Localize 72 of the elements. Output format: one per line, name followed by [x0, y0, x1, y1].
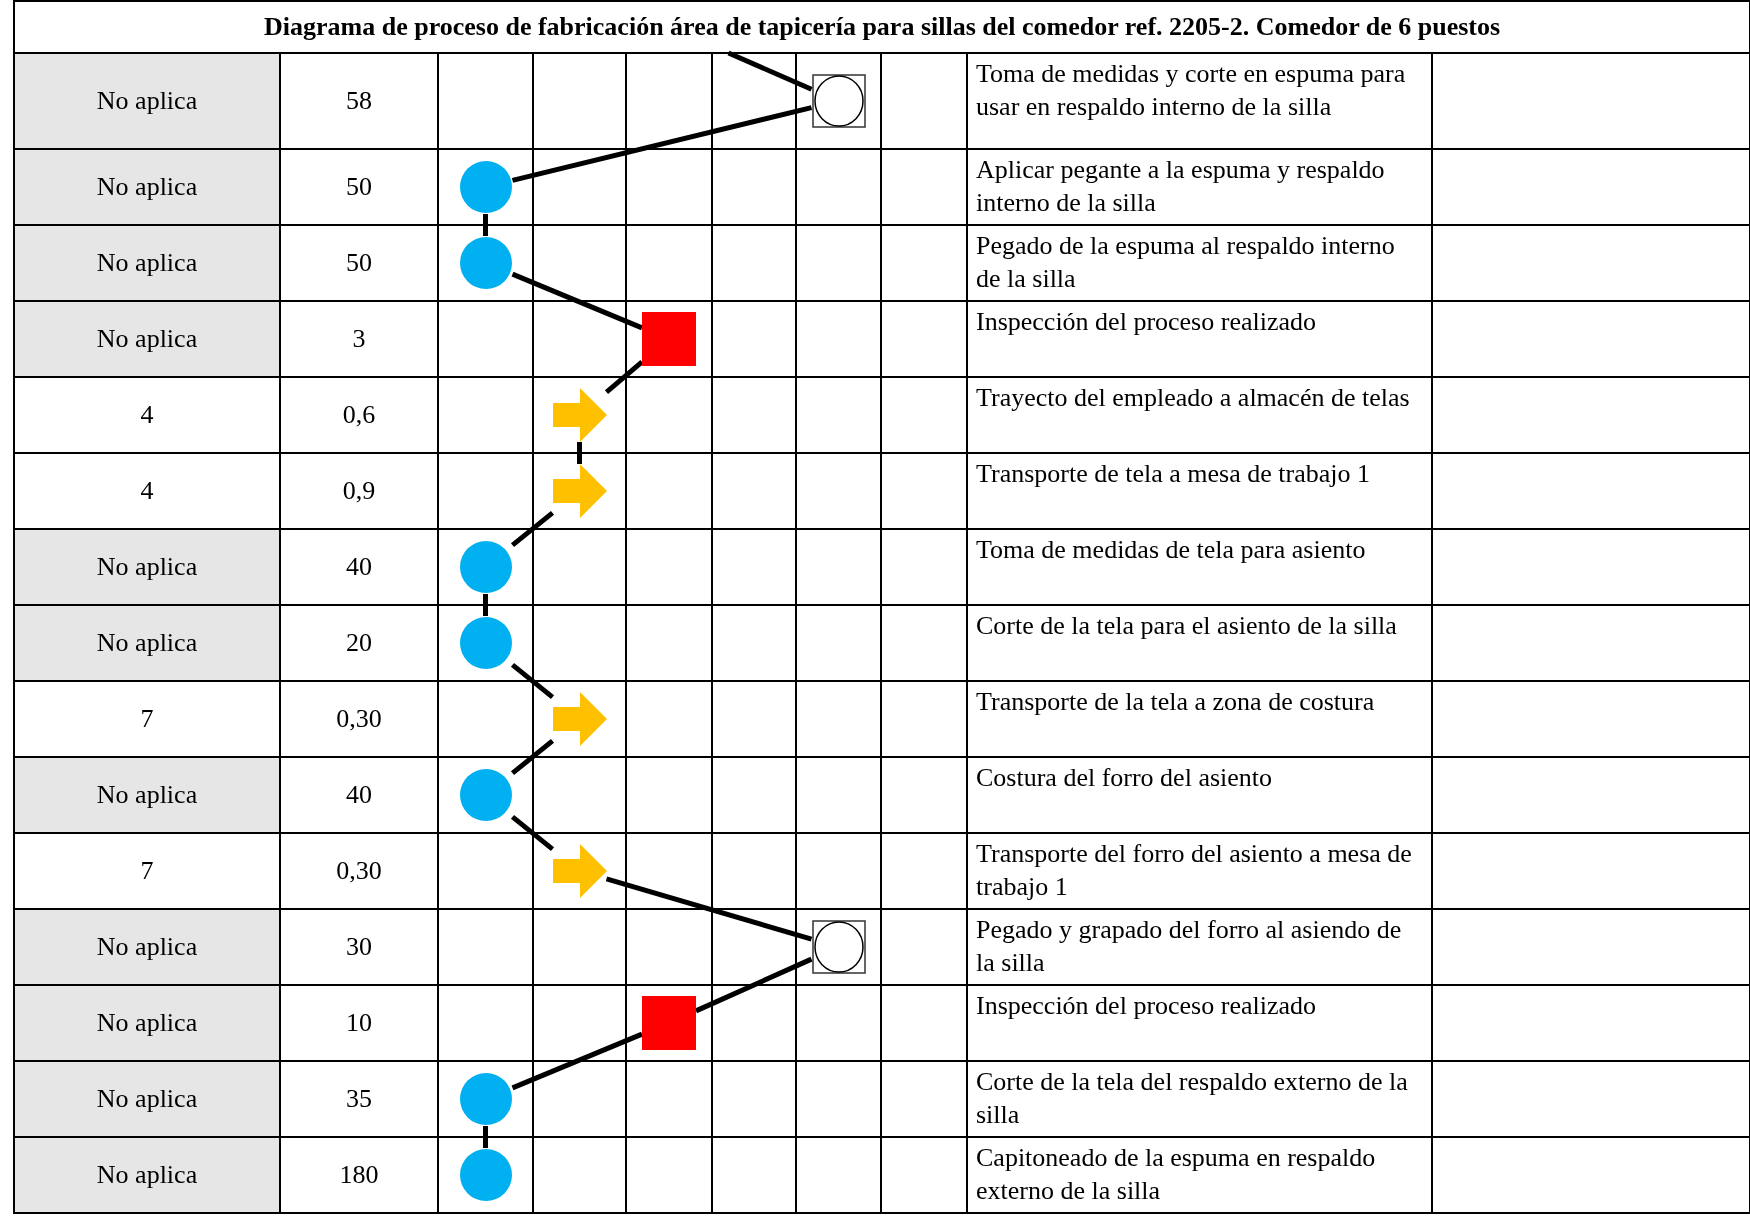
- connector-line: [577, 442, 582, 464]
- time-value: 0,30: [336, 703, 382, 733]
- operation-circle: [458, 236, 513, 290]
- connector-line: [727, 50, 813, 92]
- activity-description: Toma de medidas y corte en espuma para usar en respaldo interno de la silla: [976, 59, 1406, 121]
- time-value: 180: [339, 1159, 379, 1189]
- operation-circle: [458, 1072, 513, 1126]
- connector-line: [695, 956, 813, 1014]
- connector-line: [604, 360, 644, 394]
- connector-line: [511, 1031, 643, 1091]
- operation-circle: [458, 540, 513, 594]
- time-value: 35: [346, 1083, 372, 1113]
- inspection-square: [642, 996, 696, 1050]
- time-value: 50: [346, 247, 372, 277]
- distance-value: No aplica: [96, 247, 198, 277]
- activity-description: Corte de la tela para el asiento de la silla: [976, 611, 1397, 640]
- distance-value: No aplica: [96, 85, 198, 115]
- time-value: 30: [346, 931, 372, 961]
- time-value: 40: [346, 551, 372, 581]
- distance-value: 7: [140, 703, 154, 733]
- transport-symbol: [552, 464, 607, 518]
- combined-operation-symbol: [811, 74, 866, 128]
- distance-value: No aplica: [96, 1159, 198, 1189]
- transport-symbol: [552, 388, 607, 442]
- distance-value: No aplica: [96, 1007, 198, 1037]
- distance-value: No aplica: [96, 1083, 198, 1113]
- time-value: 0,30: [336, 855, 382, 885]
- time-value: 3: [352, 323, 366, 353]
- operation-circle: [458, 768, 513, 822]
- activity-description: Pegado y grapado del forro al asiendo de la silla: [976, 915, 1402, 977]
- time-value: 58: [346, 85, 372, 115]
- operation-circle: [458, 160, 513, 214]
- transport-symbol: [552, 844, 607, 898]
- time-value: 20: [346, 627, 372, 657]
- operation-circle: [458, 1148, 513, 1202]
- time-value: 0,6: [342, 399, 376, 429]
- distance-value: 7: [140, 855, 154, 885]
- time-value: 10: [346, 1007, 372, 1037]
- activity-description: Toma de medidas de tela para asiento: [976, 535, 1366, 564]
- activity-description: Transporte del forro del asiento a mesa de trabajo 1: [976, 839, 1412, 901]
- distance-value: No aplica: [96, 551, 198, 581]
- distance-value: No aplica: [96, 931, 198, 961]
- connector-line: [511, 271, 643, 331]
- distance-value: 4: [140, 475, 154, 505]
- connector-line: [483, 214, 488, 236]
- distance-value: No aplica: [96, 171, 198, 201]
- transport-symbol: [552, 692, 607, 746]
- distance-value: No aplica: [96, 627, 198, 657]
- distance-value: No aplica: [96, 323, 198, 353]
- activity-description: Transporte de tela a mesa de trabajo 1: [976, 459, 1370, 488]
- time-value: 40: [346, 779, 372, 809]
- distance-value: No aplica: [96, 779, 198, 809]
- connector-line: [511, 105, 813, 183]
- inspection-square: [642, 312, 696, 366]
- table-title: Diagrama de proceso de fabricación área de tapicería para sillas del comedor ref. 2205-2. Comedor de 6 puestos: [264, 11, 1501, 41]
- connector-line: [605, 876, 813, 942]
- activity-description: Transporte de la tela a zona de costura: [976, 687, 1375, 716]
- time-value: 50: [346, 171, 372, 201]
- connector-line: [483, 1126, 488, 1148]
- activity-description: Capitoneado de la espuma en respaldo externo de la silla: [976, 1143, 1376, 1205]
- activity-description: Aplicar pegante a la espuma y respaldo interno de la silla: [976, 155, 1385, 217]
- activity-description: Inspección del proceso realizado: [976, 991, 1316, 1020]
- activity-description: Pegado de la espuma al respaldo interno de la silla: [976, 231, 1395, 293]
- time-value: 0,9: [342, 475, 376, 505]
- activity-description: Costura del forro del asiento: [976, 763, 1273, 792]
- activity-description: Trayecto del empleado a almacén de telas: [976, 383, 1410, 412]
- connector-line: [483, 594, 488, 616]
- combined-operation-symbol: [811, 920, 866, 974]
- activity-description: Inspección del proceso realizado: [976, 307, 1316, 336]
- distance-value: 4: [140, 399, 154, 429]
- operation-circle: [458, 616, 513, 670]
- activity-description: Corte de la tela del respaldo externo de la silla: [976, 1067, 1408, 1129]
